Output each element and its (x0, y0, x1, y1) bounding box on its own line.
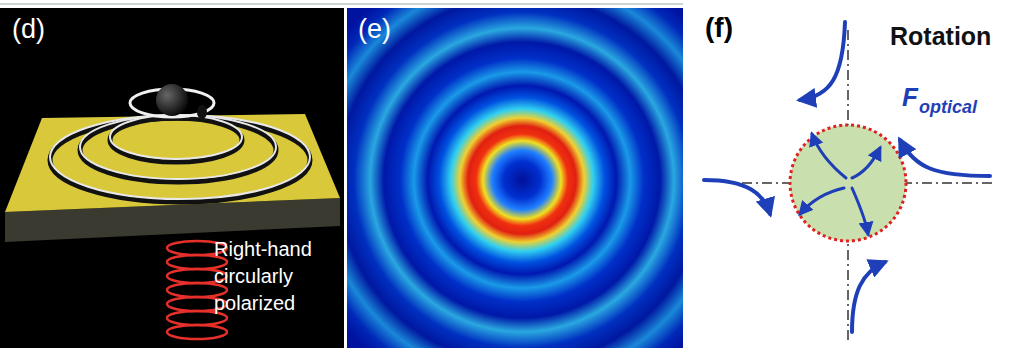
force-symbol: F (902, 82, 918, 113)
panel-background (0, 8, 344, 348)
particle-circle (790, 125, 906, 241)
top-rule (0, 4, 683, 5)
force-arrow (704, 22, 990, 332)
title-label: Rotation (890, 22, 991, 51)
panel-gap (344, 8, 347, 348)
intensity-map (347, 8, 683, 348)
particle-small (197, 105, 207, 119)
polarization-label: Right-hand circularly polarized (214, 236, 342, 317)
panel-background (683, 8, 1024, 348)
top-strip (0, 0, 1024, 8)
panel-label: (e) (358, 14, 391, 45)
particle (156, 84, 188, 116)
panel-label: (f) (705, 12, 733, 44)
force-subscript: optical (919, 97, 977, 118)
panel-label: (d) (12, 14, 45, 45)
gold-plate (5, 114, 340, 212)
spiral-groove (50, 115, 310, 202)
